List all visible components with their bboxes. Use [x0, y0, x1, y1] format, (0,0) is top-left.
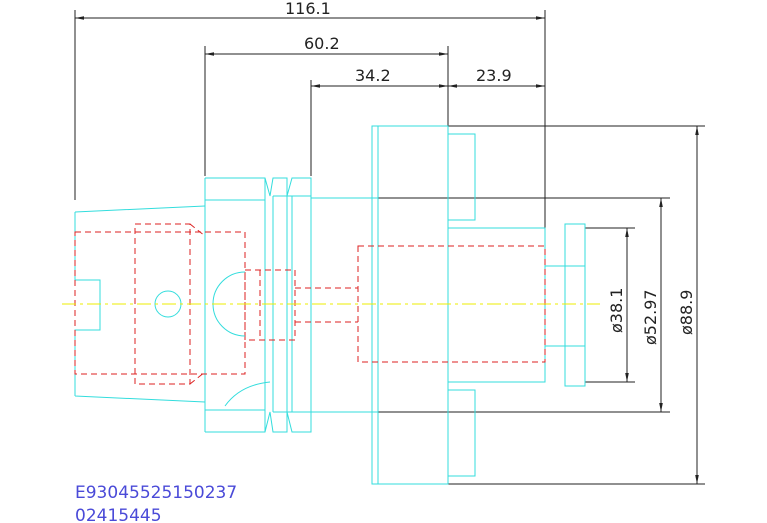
dim-overall-length: 116.1: [285, 0, 331, 18]
part-code-line2: 02415445: [75, 506, 162, 523]
part-outline: [74, 125, 586, 485]
dimension-lines: [74, 10, 705, 485]
dim-length-60: 60.2: [304, 34, 340, 53]
dim-diameter-52: ø52.97: [641, 289, 660, 345]
dim-length-23: 23.9: [476, 66, 512, 85]
dim-diameter-88: ø88.9: [677, 290, 696, 335]
part-code-line1: E93045525150237: [75, 483, 237, 503]
dim-diameter-38: ø38.1: [607, 288, 626, 333]
dim-length-34: 34.2: [355, 66, 391, 85]
